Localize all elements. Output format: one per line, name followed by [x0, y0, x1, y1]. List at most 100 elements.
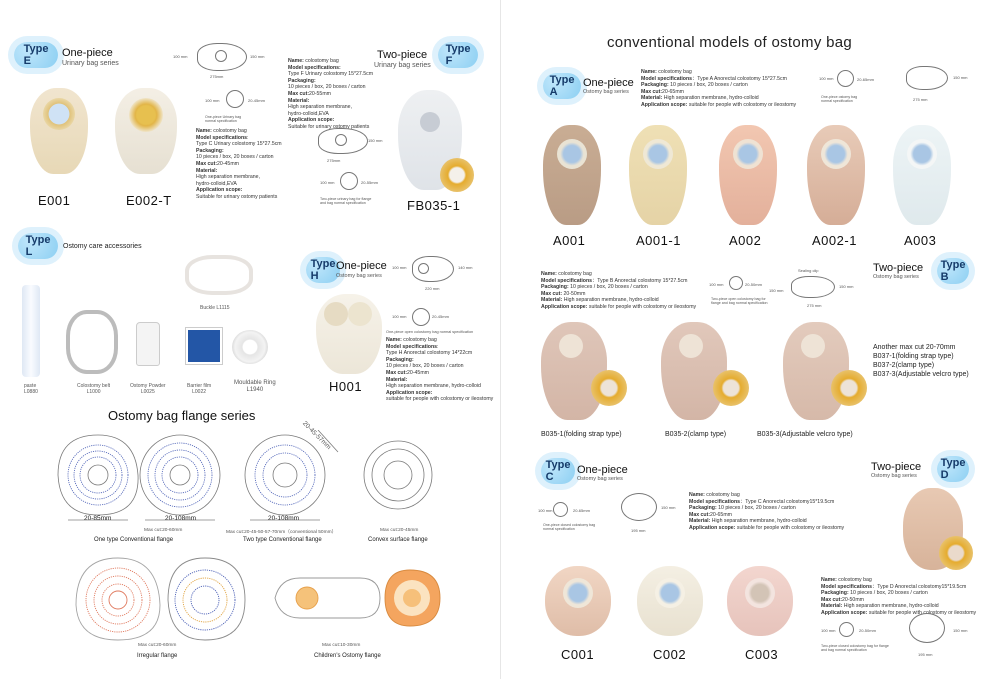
- a001-image: [543, 125, 601, 225]
- type-b-dim-d: 100 mm: [709, 282, 724, 287]
- b035-3-image: [783, 322, 849, 420]
- spec-line: Model specifications:: [196, 134, 249, 141]
- type-b-dim-cut: 20-50mm: [745, 282, 762, 287]
- code-h001: H001: [329, 379, 363, 394]
- flange-irregular: [75, 557, 246, 641]
- spec-line: Model specifications:: [288, 64, 341, 71]
- code-a002: A002: [729, 233, 762, 248]
- right-page: conventional models of ostomy bag Type A…: [500, 0, 1000, 679]
- type-b-extra: Another max cut 20-70mm B037-1(folding s…: [873, 344, 969, 378]
- flange-convex: [363, 440, 433, 510]
- type-d-title: Two-piece: [871, 461, 922, 473]
- spec-line: Application scope: suitable for people w…: [541, 303, 697, 310]
- a003-image: [893, 125, 951, 225]
- type-b-dim-w: 275 mm: [807, 303, 822, 308]
- spec-line: Material:: [288, 97, 310, 104]
- type-b-diagram-note: Two-piece open colostomy bag for flange …: [711, 297, 768, 305]
- right-heading: conventional models of ostomy bag: [607, 34, 853, 51]
- type-d-dim-w: 195 mm: [918, 652, 933, 657]
- type-e-diagram-bag: [197, 43, 247, 71]
- type-c-dim-cut: 20-65mm: [573, 508, 590, 513]
- type-h-diagram-hole: [418, 263, 429, 274]
- type-c-diagram-flange: [553, 502, 568, 517]
- flange-series-title: Ostomy bag flange series: [108, 408, 256, 423]
- spec-line: 10 pieces / box, 20 boxes / carton: [196, 154, 274, 161]
- buckle-label: Buckle L1115: [200, 305, 230, 311]
- type-c-dim-h: 150 mm: [661, 505, 676, 510]
- type-d-dim-cut: 20-50mm: [859, 628, 876, 633]
- flange-dim-3: 20-108mm: [268, 515, 300, 522]
- type-e-dim-d: 100 mm: [205, 98, 220, 103]
- type-c-title: One-piece: [577, 464, 628, 476]
- spec-line: Packaging:: [288, 77, 316, 84]
- code-e002-t: E002-T: [126, 193, 172, 208]
- type-e-diagram-flange: [226, 90, 244, 108]
- type-e-dim-w: 275mm: [210, 74, 224, 79]
- type-f-dim-w: 275mm: [327, 158, 341, 163]
- spec-line: Application scope:: [386, 389, 433, 396]
- spec-line: Model specifications：Type B Anorectal co…: [541, 277, 688, 284]
- a002-1-image: [807, 125, 865, 225]
- type-e-diagram-hole: [215, 50, 227, 62]
- type-c-diagram-bag: [621, 493, 657, 521]
- type-f-diagram-bag: [318, 128, 368, 154]
- b035-3-flange-image: [831, 370, 867, 406]
- spec-line: Name: colostomy bag: [386, 337, 437, 343]
- spec-line: Material: High separation membrane, hydr…: [821, 603, 939, 610]
- paste-image: [22, 285, 40, 377]
- flange-caption-2: Two type Conventional flange: [243, 537, 322, 543]
- code-c002: C002: [653, 647, 687, 662]
- type-d-diagram-bag: [909, 613, 945, 643]
- left-page: Type E One-piece Urinary bag series 100 …: [14, 42, 494, 659]
- type-d-subtitle: Ostomy bag series: [871, 473, 917, 479]
- type-h-dim-h2: 100 mm: [392, 265, 407, 270]
- type-a-badge: Type A: [543, 73, 581, 99]
- type-e-badge: Type E: [14, 42, 58, 68]
- fb035-1-flange-image: [440, 158, 474, 192]
- spec-line: Packaging:: [386, 356, 414, 363]
- code-a002-1: A002-1: [812, 233, 857, 248]
- code-a003: A003: [904, 233, 937, 248]
- type-c-subtitle: Ostomy bag series: [577, 476, 623, 482]
- type-f-dim-d: 100 mm: [320, 180, 335, 185]
- code-c001: C001: [561, 647, 595, 662]
- spec-line: Name: colostomy bag: [641, 69, 692, 75]
- spec-line: Packaging: 10 pieces / box, 20 boxes / c…: [641, 82, 748, 89]
- spec-line: Model specifications：Type C Anorectal co…: [689, 498, 835, 505]
- type-f-title: Two-piece: [377, 49, 428, 61]
- spec-line: Name: colostomy bag: [196, 128, 247, 134]
- spec-line: Application scope: suitable for people w…: [821, 609, 977, 616]
- flange-drawings: [57, 430, 441, 641]
- type-f-dim-cut: 20-55mm: [361, 180, 378, 185]
- type-b-clip-label: Sealing clip: [798, 268, 819, 273]
- spec-line: Max cut:20-65mm: [641, 88, 684, 95]
- type-e-dim-h1: 150 mm: [250, 54, 265, 59]
- type-f-dim-h: 150 mm: [368, 138, 383, 143]
- type-c-diagram-note: One-piece closed colostomy bag normal sp…: [543, 523, 596, 531]
- a002-image: [719, 125, 777, 225]
- spec-line: Model specifications：Type D Anorectal co…: [821, 583, 967, 590]
- type-a-subtitle: Ostomy bag series: [583, 89, 629, 95]
- code-a001-1: A001-1: [636, 233, 681, 248]
- spec-line: Name: colostomy bag: [821, 577, 872, 583]
- spec-line: 10 pieces / box, 20 boxes / carton: [386, 363, 464, 370]
- type-b-badge: Type B: [937, 258, 969, 284]
- flange-one-type-a: [57, 434, 139, 516]
- type-a-diagram-bag: [906, 66, 948, 90]
- flange-maxcut-2: Max cut:20-45-50-57-70mm（conventional 50…: [226, 530, 337, 535]
- type-b-title: Two-piece: [873, 262, 924, 274]
- type-e-dim-cut: 20-45mm: [248, 98, 265, 103]
- spec-line: Type F Urinary colostomy 15*27.5cm: [288, 71, 374, 78]
- type-b-subtitle: Ostomy bag series: [873, 274, 919, 280]
- colostomy-belt-image: [66, 310, 118, 374]
- spec-line: Material:: [386, 376, 408, 383]
- flange-maxcut-5: Max cut:10-30mm: [322, 643, 361, 648]
- type-f-diagram-flange: [340, 172, 358, 190]
- type-h-diagram-flange: [412, 308, 430, 326]
- spec-line: Packaging: 10 pieces / box, 20 boxes / c…: [541, 284, 648, 291]
- spec-line: Max cut: 20-50mm: [541, 290, 586, 297]
- e002-t-image: [115, 88, 177, 174]
- type-c-dim-d: 100 mm: [538, 508, 553, 513]
